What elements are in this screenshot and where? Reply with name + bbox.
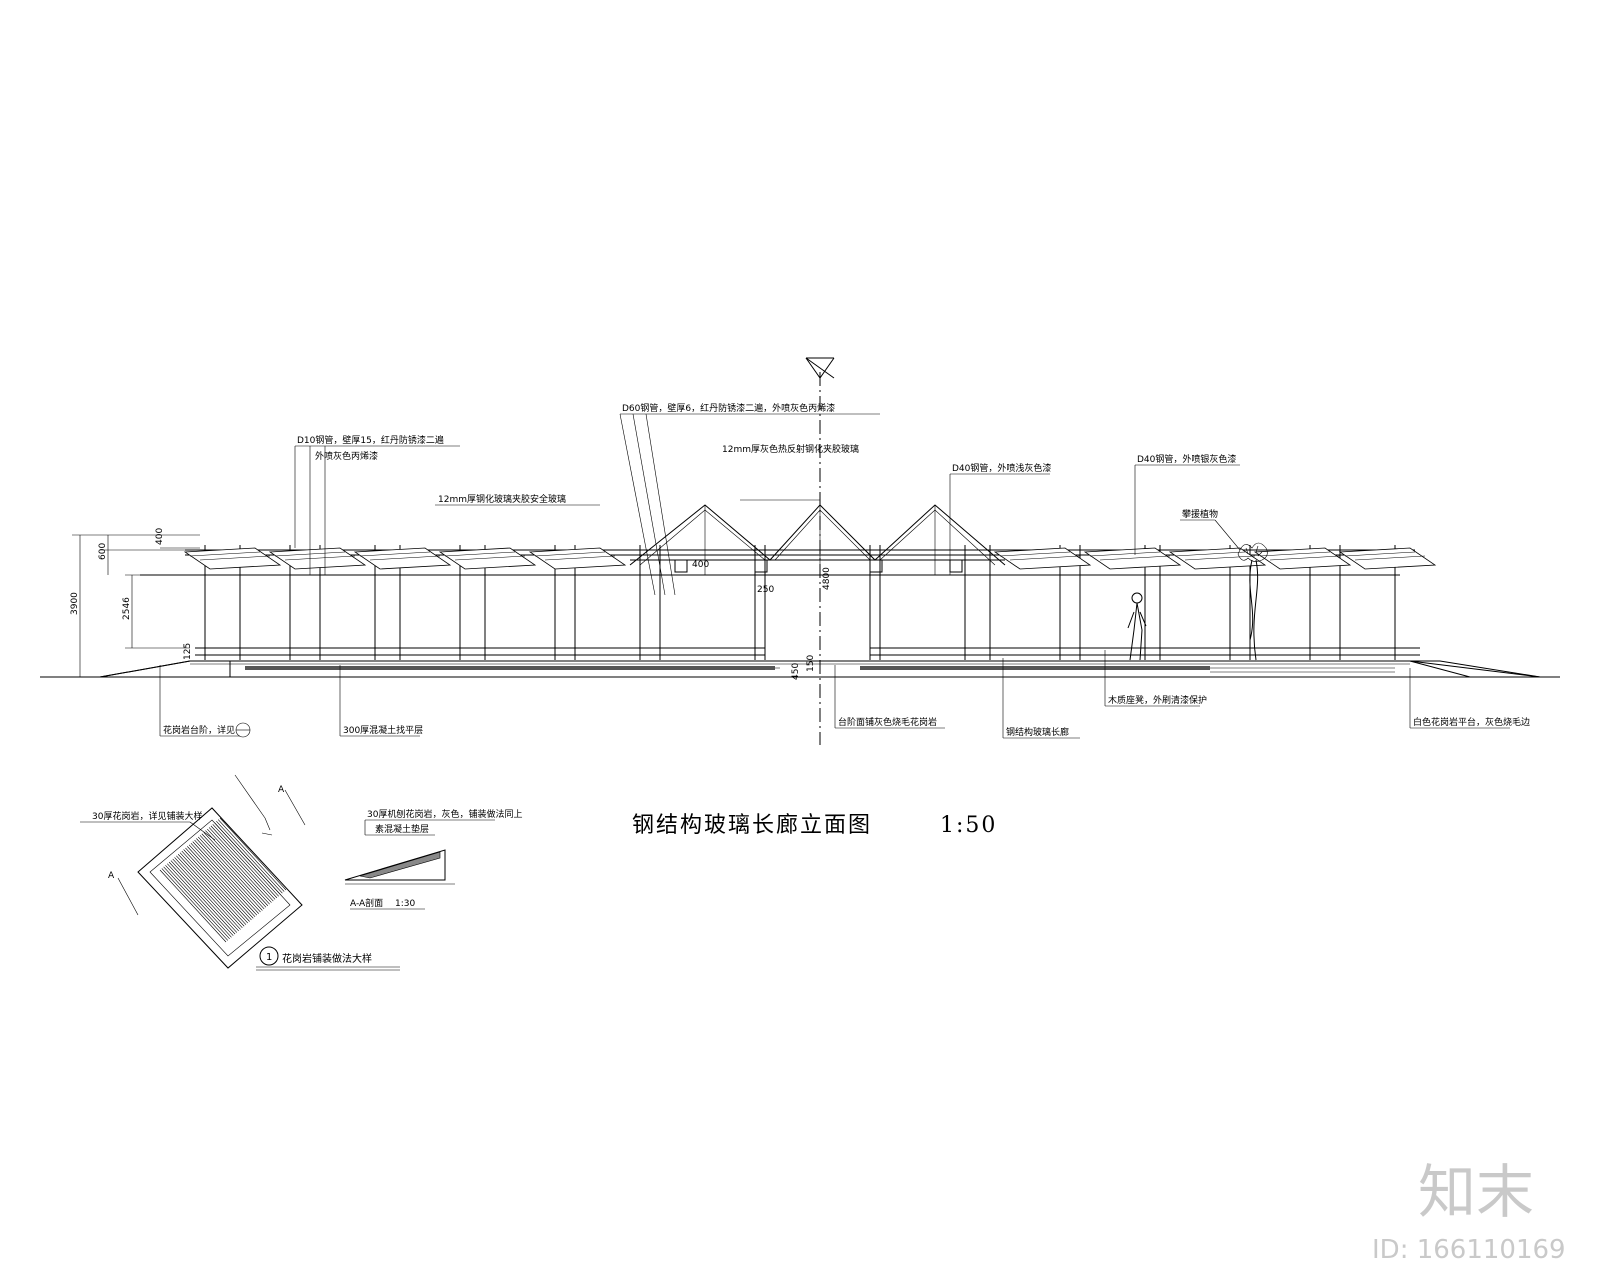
central-roof: [629, 499, 1006, 575]
dim-roof-rise: 400: [155, 528, 165, 545]
paving-hatch-left: [245, 666, 775, 670]
callout-top-2: 12mm厚钢化玻璃夹胶安全玻璃: [438, 493, 566, 505]
watermark: 知末 ID: 166110169: [1372, 1158, 1566, 1265]
section-a-a: 30厚机刨花岗岩，灰色，铺装做法同上 素混凝土垫层 A-A剖面 1:30: [344, 808, 522, 910]
glass-panel-right-2: [1168, 547, 1267, 570]
glass-panel-left-4: [528, 547, 627, 570]
glass-panel-left-2: [353, 547, 452, 570]
watermark-id: ID: 166110169: [1372, 1235, 1566, 1265]
glass-panel-right-3: [1253, 547, 1352, 570]
title-text: 钢结构玻璃长廊立面图: [632, 813, 872, 838]
dim-middle: 2546: [122, 597, 132, 620]
detail-hatch: [159, 817, 287, 943]
section-scale: 1:30: [395, 899, 415, 909]
dim-step: 125: [183, 643, 193, 660]
detail-label: 花岗岩铺装做法大样: [282, 952, 372, 965]
climbing-plant: [1237, 542, 1268, 661]
center-axis: [805, 357, 835, 745]
glass-panels: [183, 547, 1437, 570]
glass-panel-left-1: [268, 547, 367, 570]
dim-beam: 400: [692, 560, 709, 570]
detail-note: 30厚花岗岩，详见铺装大样: [92, 810, 202, 822]
glass-panel-right-0: [993, 547, 1092, 570]
human-figure: [1127, 592, 1147, 661]
paving-hatch-right: [860, 666, 1210, 670]
dim-center-step: 450: [791, 663, 801, 680]
dim-total-height: 3900: [70, 592, 80, 615]
section-note: 30厚机刨花岗岩，灰色，铺装做法同上: [367, 808, 522, 820]
left-dimensions: 3900 600 2546 400 125 400 250 4800 150 4…: [70, 528, 832, 680]
dim-post-gap: 250: [757, 585, 774, 595]
glass-panel-left-0: [183, 547, 282, 570]
section-sub: 素混凝土垫层: [375, 823, 429, 835]
bottom-callouts: 花岗岩台阶，详见 300厚混凝土找平层 台阶面铺灰色烧毛花岗岩 钢结构玻璃长廊 …: [159, 650, 1530, 739]
callout-bottom-4: 木质座凳，外刷清漆保护: [1108, 694, 1207, 706]
callout-top-5: D40钢管，外喷浅灰色漆: [952, 462, 1051, 474]
title-scale: 1:50: [940, 813, 997, 838]
top-callouts: D10钢管，壁厚15，红丹防锈漆二遍 外喷灰色丙烯漆 12mm厚钢化玻璃夹胶安全…: [294, 402, 1241, 596]
detail-number: 1: [266, 952, 272, 963]
callout-bottom-2: 台阶面铺灰色烧毛花岗岩: [838, 716, 937, 728]
right-slope: [1409, 660, 1541, 678]
watermark-logo: 知末: [1418, 1158, 1534, 1226]
dim-center-low: 150: [806, 655, 816, 672]
section-mark-top: A: [278, 785, 285, 795]
paving-detail-plan: 30厚花岗岩，详见铺装大样 A A 1 花岗岩铺装做法大样: [80, 774, 400, 971]
callout-bottom-1: 300厚混凝土找平层: [343, 724, 423, 736]
section-mark-bottom: A: [108, 871, 115, 881]
ground: [40, 660, 1560, 678]
glass-panel-left-3: [438, 547, 537, 570]
callout-top-7: 攀援植物: [1182, 508, 1218, 520]
callout-bottom-3: 钢结构玻璃长廊: [1006, 726, 1069, 738]
left-slope: [99, 660, 231, 678]
glass-panel-right-4: [1338, 547, 1437, 570]
callout-top-1: 外喷灰色丙烯漆: [315, 450, 378, 462]
dim-upper: 600: [98, 543, 108, 560]
callout-bottom-5: 白色花岗岩平台，灰色烧毛边: [1413, 716, 1530, 728]
callout-top-3: D60钢管，壁厚6，红丹防锈漆二遍，外喷灰色丙烯漆: [622, 402, 835, 414]
detail-number-circle: [259, 946, 279, 966]
callout-top-6: D40钢管，外喷银灰色漆: [1137, 453, 1236, 465]
section-title: A-A剖面: [350, 897, 383, 909]
callout-bottom-0: 花岗岩台阶，详见: [163, 724, 235, 736]
glass-panel-right-1: [1083, 547, 1182, 570]
dim-center-height: 4800: [822, 567, 832, 590]
callout-top-0: D10钢管，壁厚15，红丹防锈漆二遍: [297, 434, 444, 446]
callout-top-4: 12mm厚灰色热反射钢化夹胶玻璃: [722, 443, 859, 455]
drawing-title: 钢结构玻璃长廊立面图 1:50: [632, 813, 997, 838]
